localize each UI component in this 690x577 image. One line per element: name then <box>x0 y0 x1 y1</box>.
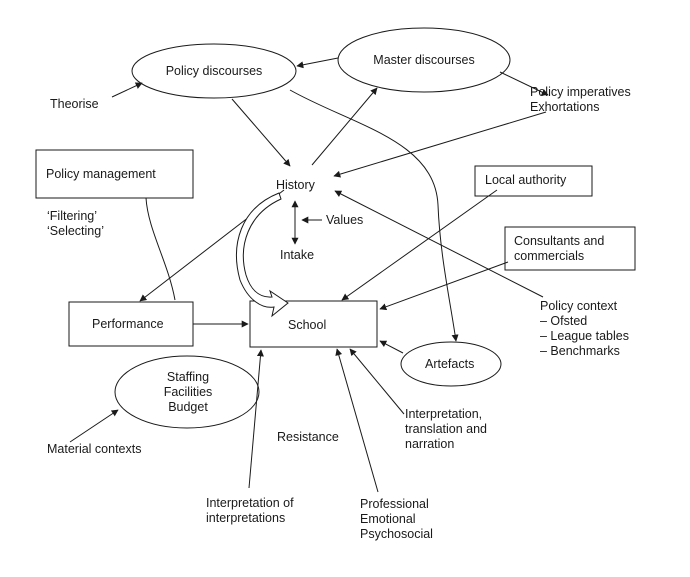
artefacts-label: Artefacts <box>425 357 475 371</box>
school-box <box>249 300 378 348</box>
arrow-imperatives-to-history <box>333 111 547 178</box>
theorise-label: Theorise <box>50 97 99 111</box>
interpretation-of-interpretations-label: Interpretation of interpretations <box>206 496 294 525</box>
arrow-professional-to-school <box>335 348 379 493</box>
consultants-box <box>504 226 636 271</box>
history-label: History <box>276 178 315 192</box>
arrow-theorise-to-policy-discourses <box>111 82 143 98</box>
master-discourses-ellipse <box>337 27 511 93</box>
arrow-interpretations-to-school <box>248 349 264 489</box>
performance-label: Performance <box>92 317 164 331</box>
arrow-consultants-to-school <box>379 261 509 311</box>
staffing-ellipse <box>114 355 260 429</box>
arrow-local-authority-to-school <box>341 189 498 301</box>
hollow-arrow-history-to-school <box>236 192 289 318</box>
arrow-artefacts-to-school <box>379 340 404 354</box>
policy-management-label: Policy management <box>46 167 156 181</box>
master-discourses-label: Master discourses <box>373 53 475 67</box>
policy-discourses-ellipse <box>131 43 297 99</box>
arrow-master-to-imperatives <box>499 71 549 96</box>
professional-emotional-label: Professional Emotional Psychosocial <box>360 497 433 541</box>
school-label: School <box>288 318 327 332</box>
policy-discourses-label: Policy discourses <box>165 64 263 78</box>
resistance-label: Resistance <box>277 430 339 444</box>
consultants-label: Consultants and commercials <box>514 234 605 263</box>
policy-management-box <box>35 149 194 199</box>
arrow-history-to-master <box>311 87 378 166</box>
arrow-policy-discourses-to-artefacts <box>289 89 459 342</box>
material-contexts-label: Material contexts <box>47 442 142 456</box>
intake-label: Intake <box>280 248 315 262</box>
local-authority-box <box>474 165 593 197</box>
arrow-interpretation-to-school <box>349 348 405 415</box>
filtering-selecting-label: ‘Filtering’ ‘Selecting’ <box>47 209 104 238</box>
policy-context-label: Policy context – Ofsted – League tables … <box>540 299 629 358</box>
arrow-master-to-policy-discourses <box>296 57 339 69</box>
values-label: Values <box>326 213 364 227</box>
interpretation-translation-label: Interpretation, translation and narratio… <box>405 407 488 451</box>
local-authority-label: Local authority <box>485 173 567 187</box>
arrow-policy-discourses-to-history <box>231 98 291 167</box>
arrow-policy-context-to-history <box>334 190 544 298</box>
arrow-material-to-staffing <box>69 409 119 443</box>
artefacts-ellipse <box>400 341 502 387</box>
filtering-connector <box>145 197 176 301</box>
policy-imperatives-label: Policy imperatives Exhortations <box>530 85 631 114</box>
staffing-label: Staffing Facilities Budget <box>163 370 213 414</box>
